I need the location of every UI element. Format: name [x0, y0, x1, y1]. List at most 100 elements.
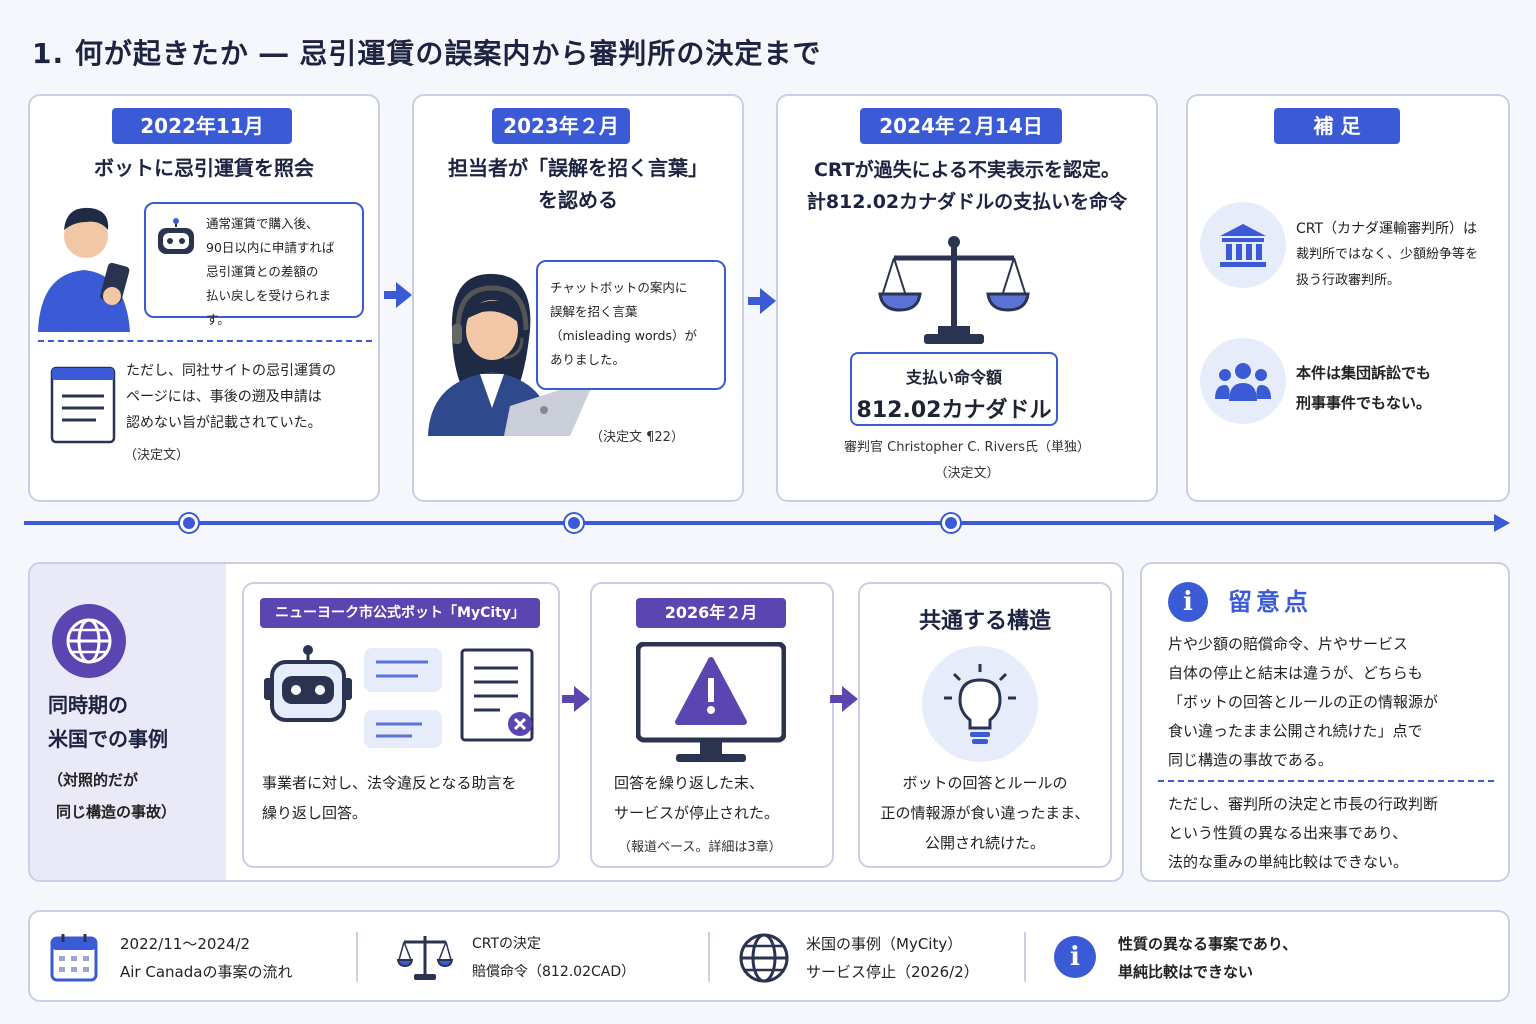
text-line: ただし、審判所の決定と市長の行政判断	[1168, 795, 1439, 813]
document-error-icon	[460, 648, 534, 742]
note-line: ただし、同社サイトの忌引運賃の	[126, 363, 336, 379]
footer-divider	[356, 932, 358, 982]
note-line: 認めない旨が記載されていた。	[126, 415, 322, 431]
text-line: 扱う行政審判所。	[1296, 273, 1401, 288]
payment-label: 支払い命令額	[905, 368, 1002, 387]
timeline-dot	[180, 514, 198, 532]
source-label: （決定文 ¶22）	[590, 430, 684, 445]
footer-line: 性質の異なる事案であり、	[1118, 935, 1298, 953]
text-line: 片や少額の賠償命令、片やサービス	[1168, 635, 1409, 653]
heading-line: を認める	[538, 188, 618, 212]
dashed-divider	[38, 340, 372, 342]
heading-line: 担当者が「誤解を招く言葉」	[448, 156, 708, 180]
bubble-line: ありました。	[550, 352, 626, 367]
source-label: （決定文）	[934, 466, 1000, 481]
source-label: （報道ベース。詳細は3章）	[618, 840, 782, 855]
date-pill: 2026年２月	[636, 598, 786, 628]
service-stop-card: 2026年２月 回答を繰り返した末、 サービスが停止された。 （報道ベース。詳細…	[590, 582, 834, 868]
text-line: 法的な重みの単純比較はできない。	[1168, 853, 1409, 871]
footer-item-timeline: 2022/11～2024/2 Air Canadaの事案の流れ	[120, 930, 292, 986]
supplement-text-2: 本件は集団訴訟でも 刑事事件でもない。	[1296, 358, 1506, 418]
mycity-label: ニューヨーク市公式ボット「MyCity」	[260, 598, 540, 628]
date-pill: 2024年２月14日	[860, 108, 1062, 144]
caution-para-1: 片や少額の賠償命令、片やサービス 自体の停止と結末は違うが、どちらも 「ボットの…	[1168, 630, 1508, 775]
mycity-bot-card: ニューヨーク市公式ボット「MyCity」 事業者に対し、法令違反となる助言を 繰…	[242, 582, 560, 868]
note-line: ページには、事後の遡及申請は	[126, 389, 322, 405]
timeline-line	[24, 521, 1496, 525]
bubble-line: 誤解を招く言葉	[550, 304, 638, 319]
text-line: CRT（カナダ運輸審判所）は	[1296, 221, 1478, 237]
timeline-card-2023-02: 2023年２月 担当者が「誤解を招く言葉」 を認める チャットボットの案内に 誤…	[412, 94, 744, 502]
timeline-card-2022-11: 2022年11月 ボットに忌引運賃を照会 通常運賃で購入後、 90日以内に申請す…	[28, 94, 380, 502]
supplement-card: 補 足 CRT（カナダ運輸審判所）は 裁判所ではなく、少額紛争等を 扱う行政審判…	[1186, 94, 1510, 502]
people-icon	[1200, 338, 1286, 424]
scales-icon	[878, 236, 1030, 344]
card-heading: CRTが過失による不実表示を認定。 計812.02カナダドルの支払いを命令	[778, 154, 1156, 218]
robot-icon	[158, 218, 194, 254]
text-line: 事業者に対し、法令違反となる助言を	[262, 774, 517, 792]
courthouse-icon	[1200, 202, 1286, 288]
text-line: 食い違ったまま公開され続けた」点で	[1168, 722, 1423, 740]
card-heading: 担当者が「誤解を招く言葉」 を認める	[414, 152, 742, 216]
scales-icon	[396, 936, 454, 980]
dashed-divider	[1158, 780, 1494, 782]
support-agent-illustration	[428, 273, 592, 436]
common-structure-text: ボットの回答とルールの 正の情報源が食い違ったまま、 公開され続けた。	[860, 768, 1110, 858]
timeline-dot	[942, 514, 960, 532]
bubble-line: 払い戻しを受けられます。	[206, 288, 332, 327]
calendar-icon	[50, 934, 98, 982]
timeline-arrow	[384, 282, 412, 308]
globe-icon	[739, 933, 789, 983]
text-line: サービスが停止された。	[614, 804, 780, 822]
flow-arrow	[830, 686, 858, 712]
footer-line: 賠償命令（812.02CAD）	[472, 964, 636, 980]
bubble-line: チャットボットの案内に	[550, 280, 688, 295]
text-line: 正の情報源が食い違ったまま、	[880, 804, 1090, 822]
title-line: 同時期の	[48, 693, 128, 717]
footer-item-us-case: 米国の事例（MyCity） サービス停止（2026/2）	[806, 930, 979, 986]
summary-footer: 2022/11～2024/2 Air Canadaの事案の流れ CRTの決定 賠…	[28, 910, 1510, 1002]
chat-bubbles-icon	[364, 648, 442, 748]
timeline-card-2024-02-14: 2024年２月14日 CRTが過失による不実表示を認定。 計812.02カナダド…	[776, 94, 1158, 502]
text-line: 同じ構造の事故である。	[1168, 751, 1333, 769]
timeline-arrowhead	[1494, 514, 1510, 532]
text-line: 繰り返し回答。	[262, 804, 368, 822]
text-line: 回答を繰り返した末、	[614, 774, 765, 792]
us-case-title: 同時期の 米国での事例	[48, 688, 168, 756]
timeline-dot	[565, 514, 583, 532]
supplement-label: 補 足	[1274, 108, 1400, 144]
text-line: 自体の停止と結末は違うが、どちらも	[1168, 664, 1423, 682]
source-label: （決定文）	[124, 448, 190, 463]
customer-illustration	[38, 207, 130, 332]
caution-para-2: ただし、審判所の決定と市長の行政判断 という性質の異なる出来事であり、 法的な重…	[1168, 790, 1508, 877]
text-line: 本件は集団訴訟でも	[1296, 364, 1432, 382]
globe-icon	[52, 604, 126, 678]
robot-icon	[264, 645, 352, 722]
footer-line: CRTの決定	[472, 936, 542, 952]
heading-line: CRTが過失による不実表示を認定。	[813, 159, 1121, 181]
us-case-subtitle: （対照的だが 同じ構造の事故）	[48, 764, 176, 828]
caution-notes-card: i 留意点 片や少額の賠償命令、片やサービス 自体の停止と結末は違うが、どちらも…	[1140, 562, 1510, 882]
text-line: ボットの回答とルールの	[902, 774, 1068, 792]
text-line: という性質の異なる出来事であり、	[1168, 824, 1408, 842]
bot-answer-bubble: 通常運賃で購入後、 90日以内に申請すれば 忌引運賃との差額の 払い戻しを受けら…	[144, 202, 364, 327]
text-line: 「ボットの回答とルールの正の情報源が	[1168, 693, 1439, 711]
payment-amount: 812.02カナダドル	[856, 398, 1052, 423]
card-heading: ボットに忌引運賃を照会	[94, 156, 314, 180]
common-structure-title: 共通する構造	[918, 609, 1051, 634]
judge-label: 審判官 Christopher C. Rivers氏（単独）	[844, 440, 1090, 455]
bubble-line: 通常運賃で購入後、	[206, 216, 319, 231]
caution-title: 留意点	[1228, 588, 1312, 616]
footer-line: サービス停止（2026/2）	[806, 963, 979, 981]
lightbulb-icon	[922, 646, 1038, 762]
footer-item-decision: CRTの決定 賠償命令（812.02CAD）	[472, 930, 635, 986]
subtitle-line: 同じ構造の事故）	[56, 803, 177, 821]
footer-line: Air Canadaの事案の流れ	[120, 963, 293, 981]
service-stop-text: 回答を繰り返した末、 サービスが停止された。	[614, 768, 824, 828]
title-line: 米国での事例	[48, 727, 168, 751]
flow-arrow	[562, 686, 590, 712]
info-icon: i	[1054, 936, 1096, 978]
payment-box: 支払い命令額 812.02カナダドル	[850, 352, 1058, 426]
subtitle-line: （対照的だが	[48, 771, 139, 789]
text-line: 刑事事件でもない。	[1296, 394, 1432, 412]
